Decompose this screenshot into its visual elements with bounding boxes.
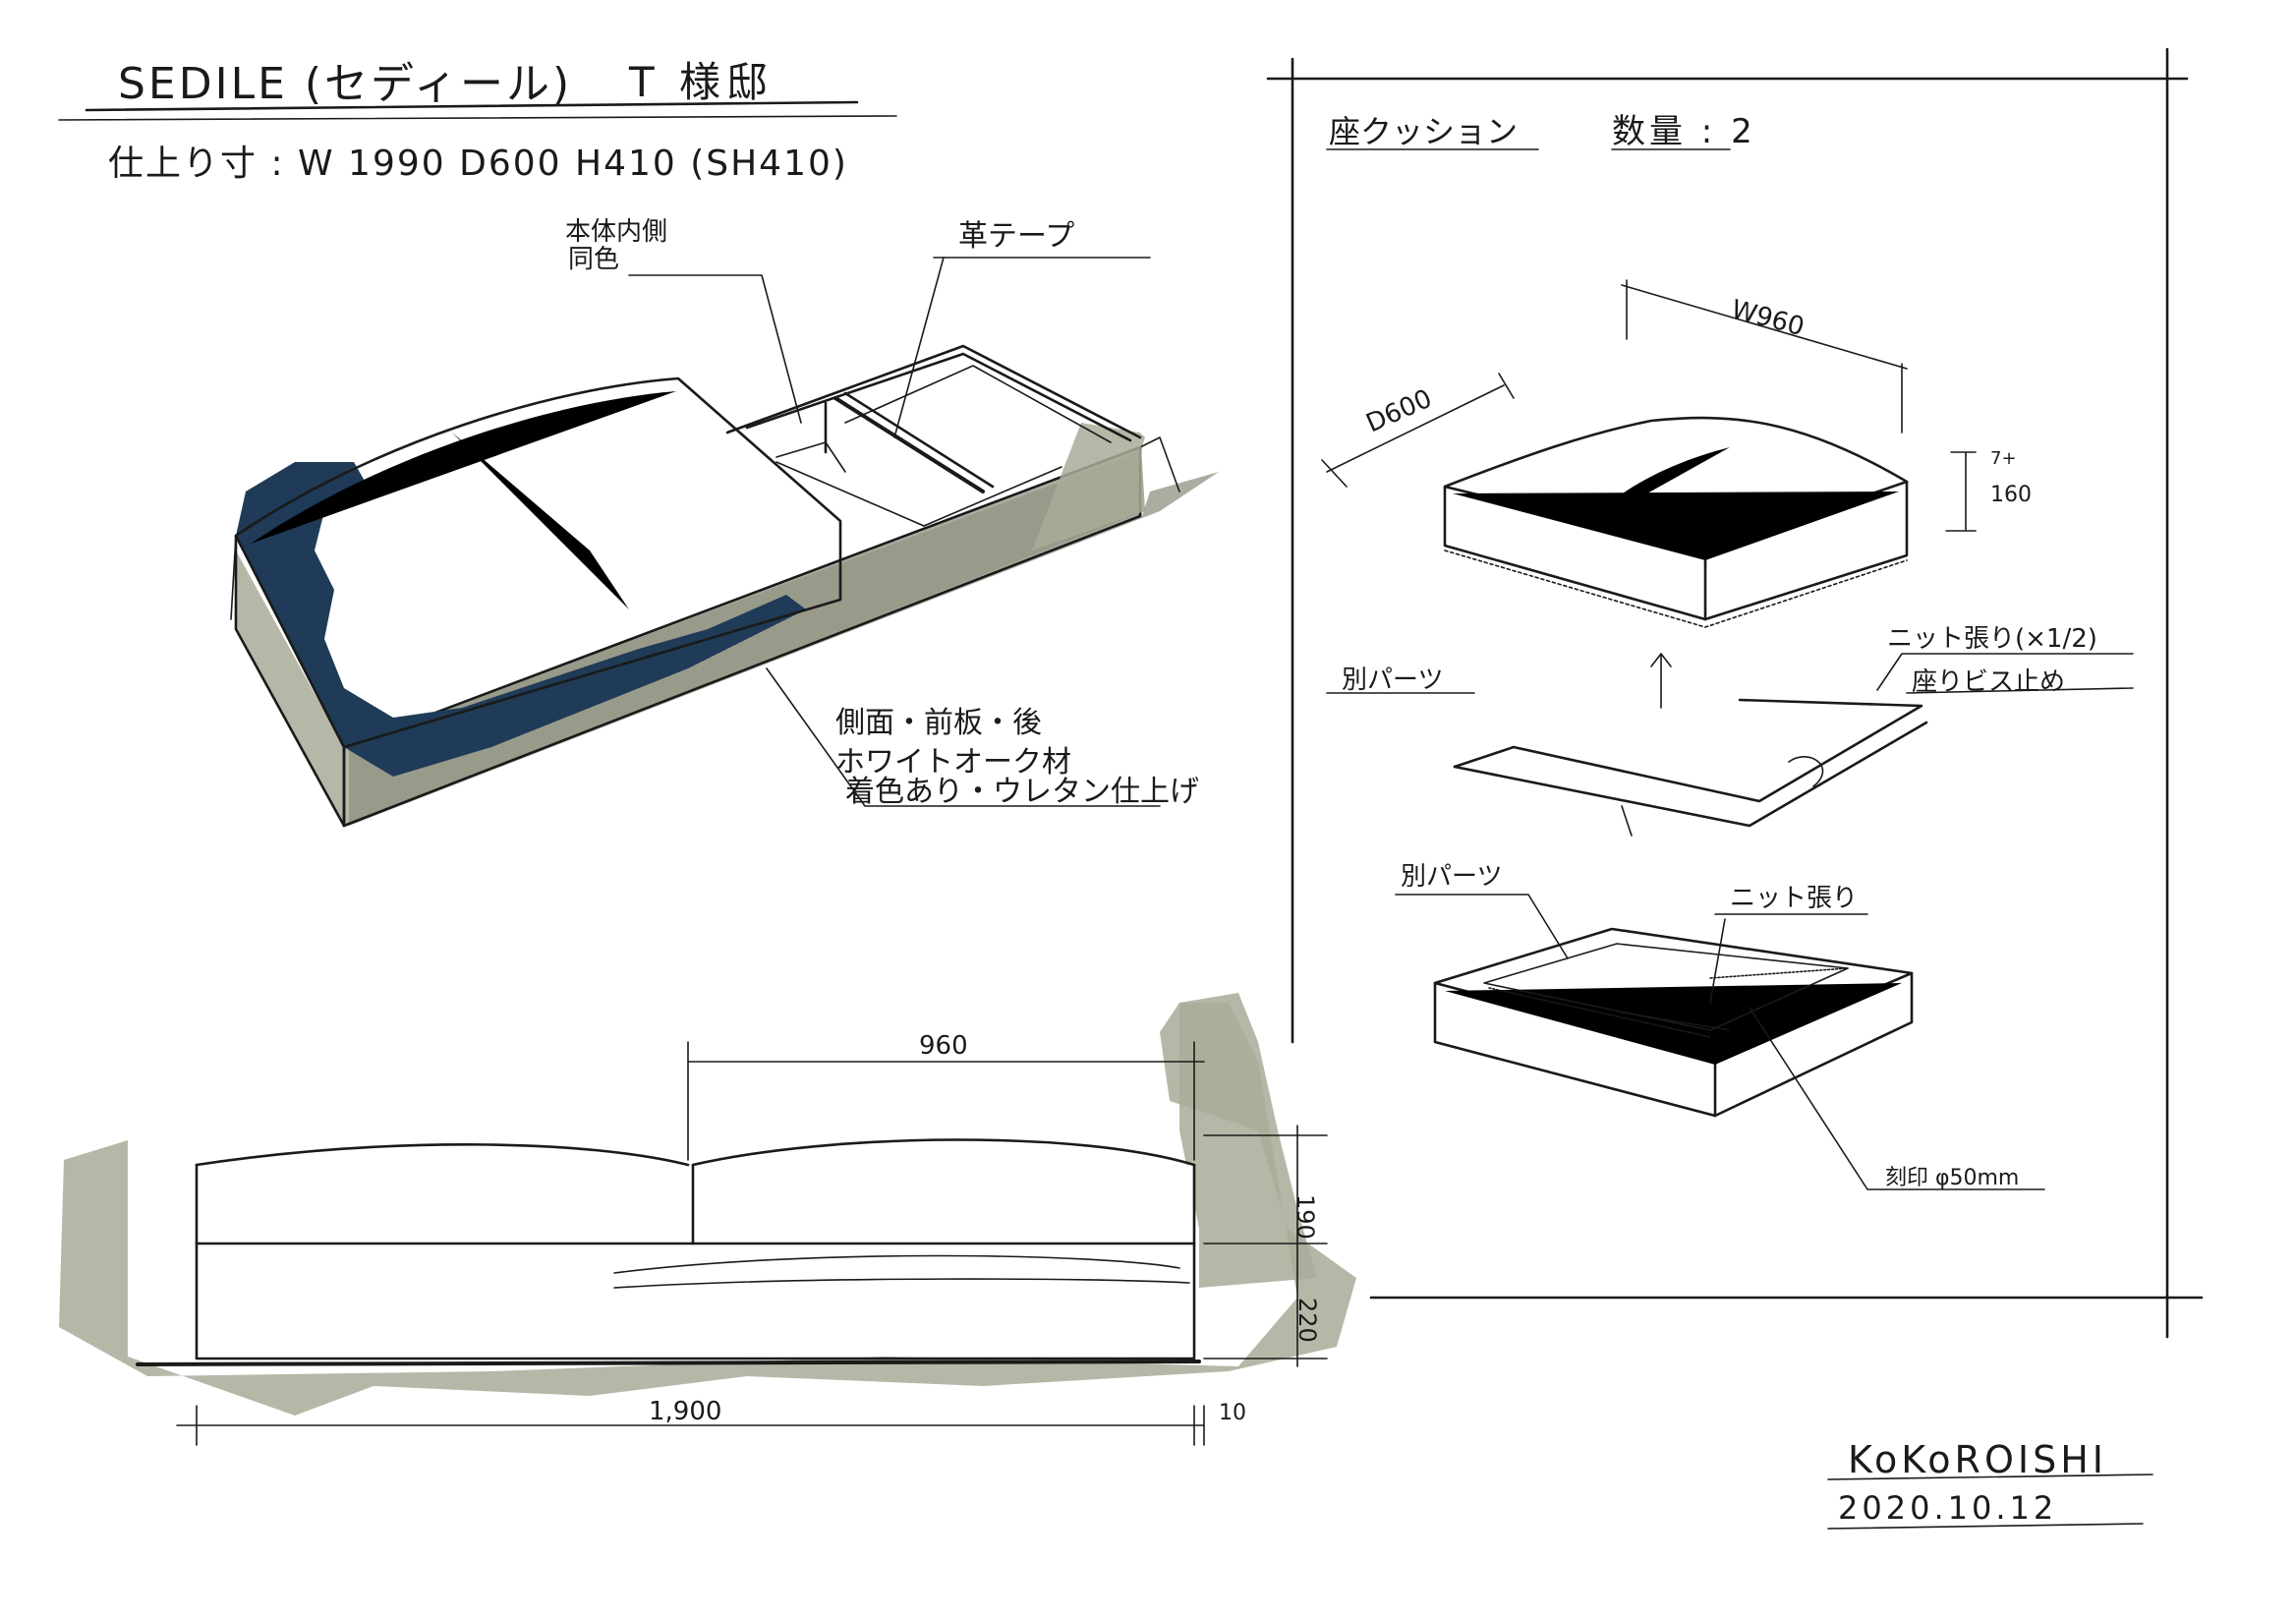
label-engraving: 刻印 φ50mm: [1885, 1166, 2019, 1190]
dim-cushion-height: 190: [1292, 1194, 1319, 1240]
dim-base-height: 220: [1293, 1298, 1321, 1343]
cushion-panel-title: 座クッション: [1329, 113, 1518, 150]
sketch-date: 2020.10.12: [1838, 1489, 2057, 1527]
product-name: SEDILE (セディール): [118, 59, 572, 109]
seat-cushion-panel: 座クッション 数量 : 2 W960 D600 7+ 160 別パーツ ニット張…: [1266, 47, 2204, 1339]
label-separate-part: 別パーツ: [1342, 665, 1443, 695]
label-knit-note-1: ニット張り(×1/2): [1887, 624, 2097, 654]
maker-signature: KoKoROISHI: [1848, 1438, 2107, 1481]
label-material-3: 着色あり・ウレタン仕上げ: [845, 775, 1199, 809]
title-block: SEDILE (セディール) T 様邸 仕上り寸 : W 1990 D600 H…: [58, 58, 897, 184]
dim-offset: 10: [1219, 1401, 1246, 1425]
dim-cushion-h: 160: [1990, 483, 2032, 507]
label-leather-tape: 革テープ: [958, 219, 1074, 254]
label-inner-color-2: 同色: [568, 245, 619, 274]
signature-block: KoKoROISHI 2020.10.12: [1827, 1438, 2153, 1530]
label-material-1: 側面・前板・後: [835, 706, 1042, 740]
label-knit: ニット張り: [1730, 884, 1858, 913]
dim-cushion-d: D600: [1362, 384, 1437, 439]
dim-total-width: 1,900: [649, 1397, 721, 1426]
label-separate-part-2: 別パーツ: [1401, 862, 1502, 892]
sofa-perspective-sketch: 本体内側 同色 革テープ 側面・前板・後 ホワイトオーク材 着色あり・ウレタン仕…: [230, 217, 1219, 828]
finished-dimensions: 仕上り寸 : W 1990 D600 H410 (SH410): [108, 144, 848, 184]
label-material-2: ホワイトオーク材: [835, 745, 1071, 780]
client-name: T 様邸: [628, 58, 774, 106]
label-knit-note-2: 座りビス止め: [1912, 667, 2065, 697]
dim-cushion-w: W960: [1728, 295, 1808, 342]
cushion-quantity: 数量 : 2: [1612, 112, 1756, 151]
label-inner-color-1: 本体内側: [565, 217, 667, 247]
sofa-side-elevation: 960 190 220 1,900 10: [59, 993, 1356, 1446]
dim-cushion-width: 960: [919, 1031, 968, 1061]
dim-cushion-h-top: 7+: [1990, 448, 2017, 469]
